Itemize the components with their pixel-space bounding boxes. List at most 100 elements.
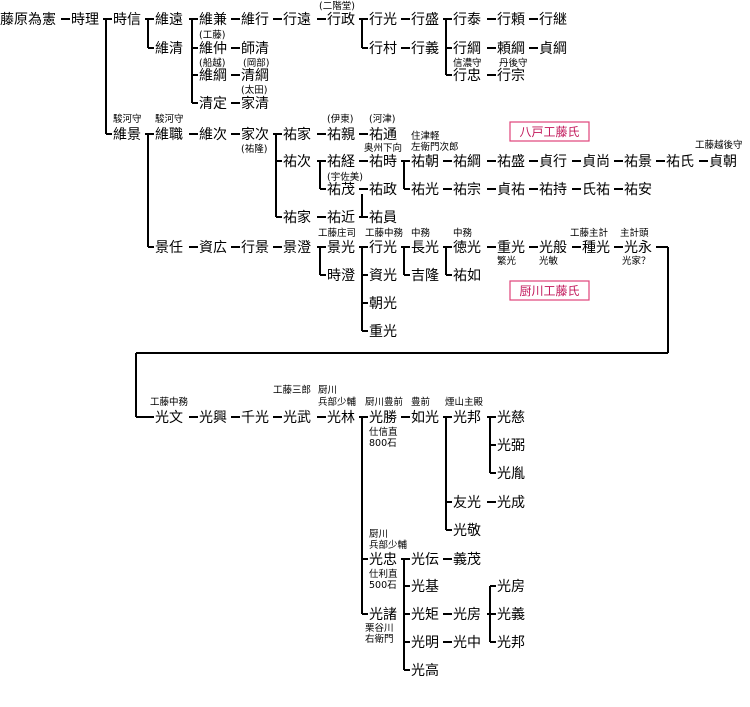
person-name: 氏祐 [582,182,610,198]
person-name: 行綱 [453,41,481,57]
person-name: 祐通 [369,127,397,143]
person-name: 友光 [453,495,481,511]
person-annotation: 光家？ [622,255,651,267]
person-name: 光成 [497,495,525,511]
person-name: 光伝 [411,552,439,568]
person-name: 光義 [497,606,525,623]
person-name: 貞行 [539,154,567,170]
person-name: 光基 [411,578,439,595]
person-annotation: 工藤中務 [365,227,404,239]
person-name: 光房 [497,579,525,595]
person-name: 祐光 [411,182,439,198]
person-name: 祐経 [327,154,355,170]
person-name: 祐茂 [327,181,355,198]
person-annotation: 仕利直 [369,568,398,580]
person-name: 祐景 [624,154,652,170]
person-name: 光矩 [411,607,439,623]
person-name: 祐盛 [497,154,525,170]
person-annotation: 繁光 [497,255,517,267]
person-name: 光勝 [369,410,397,426]
person-name: 祐家 [283,126,311,143]
person-annotation: (二階堂) [319,0,355,12]
person-name: 祐政 [369,182,397,198]
person-name: 光房 [453,607,481,623]
person-name: 光文 [155,410,183,426]
person-name: 祐近 [327,210,355,226]
person-name: 維職 [155,127,183,143]
person-name: 行遠 [283,12,311,28]
person-name: 維次 [199,127,227,143]
person-name: 祐綱 [453,154,481,170]
person-annotation: (宇佐美) [327,171,363,183]
person-name: 維遠 [155,12,183,28]
person-name: 祐時 [369,154,397,170]
person-name: 景任 [155,240,183,256]
person-name: 時信 [113,12,141,28]
person-name: 光胤 [497,466,525,482]
person-name: 家次 [241,126,269,143]
person-annotation: 丹後守 [499,57,528,69]
person-name: 長光 [411,240,439,256]
person-name: 光敬 [453,523,481,539]
person-name: 光諸 [369,607,397,623]
person-name: 資光 [369,268,397,284]
person-annotation: 厨川豊前 [365,396,403,408]
person-annotation: 主計頭 [620,227,649,239]
person-name: 祐次 [283,154,311,170]
person-name: 種光 [582,240,610,256]
person-annotation: 工藤庄司 [318,227,356,239]
person-name: 千光 [241,410,269,426]
person-annotation: 住津軽 [411,130,440,142]
person-name: 行光 [369,12,397,28]
person-name: 光林 [327,410,355,426]
person-annotation: 仕信直 [369,426,398,438]
person-annotation: 500石 [369,580,397,591]
person-name: 維景 [113,127,141,143]
person-name: 朝光 [369,296,397,312]
person-name: 光永 [624,240,652,256]
person-name: 祐氏 [666,154,694,170]
person-annotation: 奥州下向 [364,142,402,154]
clan-box-hachinohe [509,121,590,142]
person-annotation: 駿河守 [113,113,142,125]
person-annotation: 工藤越後守 [695,139,743,151]
person-name: 維行 [241,12,269,28]
person-name: 行宗 [497,68,525,84]
person-name: 義茂 [453,551,481,568]
person-annotation: 信濃守 [453,57,482,69]
person-name: 光邦 [497,635,525,651]
person-name: 行盛 [411,12,439,28]
person-name: 祐如 [453,268,481,284]
person-annotation: 厨川 [318,385,337,396]
person-name: 藤原為憲 [0,11,56,28]
person-name: 時澄 [327,268,355,284]
person-name: 貞尚 [582,154,610,170]
person-annotation: 中務 [411,227,431,239]
person-names: 藤原為憲時理時信維遠維兼維行行遠行政行光行盛行泰行頼行継行村行義行綱頼綱貞綱行忠… [0,11,737,679]
person-name: 光興 [199,410,227,426]
person-name: 光中 [453,635,481,651]
person-name: 維清 [155,41,183,57]
tree-connector-lines [61,18,708,671]
person-name: 行村 [369,41,397,57]
person-name: 行光 [369,240,397,256]
person-annotation: 800石 [369,438,397,449]
person-annotation: (祐隆) [241,143,267,155]
person-name: 光邦 [453,410,481,426]
person-annotation: (太田) [241,84,267,96]
person-name: 維兼 [199,12,227,28]
person-name: 頼綱 [497,41,525,57]
person-annotation: (河津) [369,113,395,125]
person-name: 光般 [539,240,567,256]
clan-box-kuriyagawa [509,280,590,301]
clan-box-label: 厨川工藤氏 [519,284,579,298]
person-annotation: 兵部少輔 [369,539,408,551]
person-name: 祐宗 [453,182,481,198]
person-annotation: 厨川 [369,529,388,540]
person-annotation: 工藤中務 [150,396,189,408]
person-name: 光忠 [369,552,397,568]
person-annotation: 煙山主殿 [445,396,484,408]
person-name: 徳光 [453,240,481,256]
person-annotation: (岡部) [243,57,269,69]
